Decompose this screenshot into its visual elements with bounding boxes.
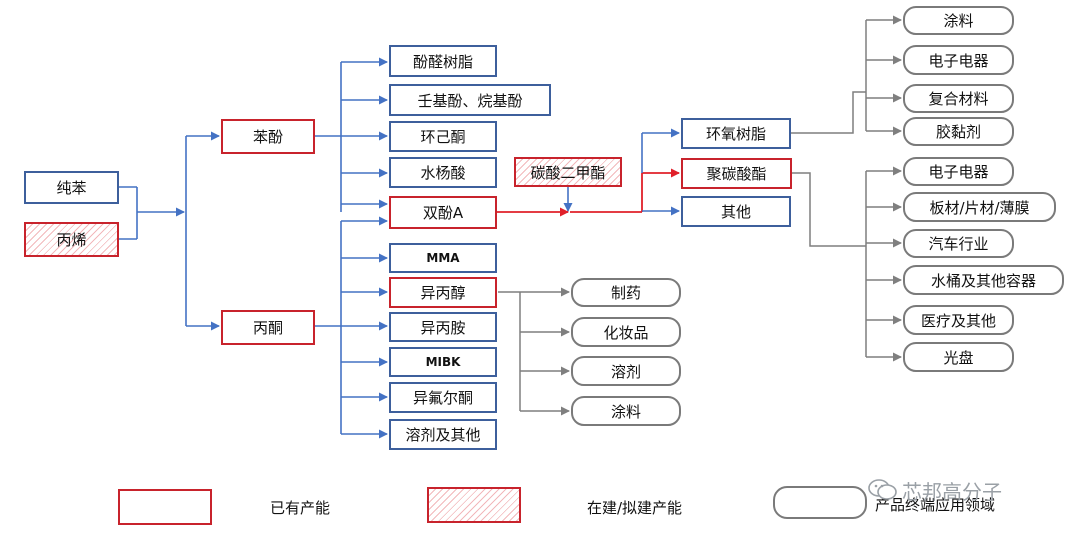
phenol-links [315, 57, 388, 212]
node-phenol: 苯酚 [221, 119, 315, 154]
legend-swatch-existing [118, 489, 212, 525]
pc-use-links [792, 166, 902, 362]
node-bpa: 双酚A [389, 196, 497, 229]
node-solvents-other: 溶剂及其他 [389, 419, 497, 450]
end-use-composites: 复合材料 [903, 84, 1014, 113]
node-bpa-other: 其他 [681, 196, 791, 227]
legend-label-existing: 已有产能 [270, 499, 331, 517]
node-salicylic-acid: 水杨酸 [389, 157, 497, 188]
end-use-containers: 水桶及其他容器 [903, 265, 1064, 295]
legend-label-planned: 在建/拟建产能 [587, 499, 683, 517]
end-use-pharma: 制药 [571, 278, 681, 307]
epoxy-use-links [791, 15, 902, 136]
end-use-sheet-film: 板材/片材/薄膜 [903, 192, 1056, 222]
end-use-optical-disc: 光盘 [903, 342, 1014, 372]
bpa-blue-links [641, 128, 680, 216]
end-use-adhesives: 胶黏剂 [903, 117, 1014, 146]
legend-swatch-end-use [773, 486, 867, 519]
node-benzene: 纯苯 [24, 171, 119, 204]
input-links [119, 131, 220, 331]
node-cyclohexanone: 环己酮 [389, 121, 497, 152]
node-epoxy-resin: 环氧树脂 [681, 118, 791, 149]
node-dmc: 碳酸二甲酯 [514, 157, 622, 187]
node-polycarbonate: 聚碳酸酯 [681, 158, 792, 189]
legend-label-end-use: 产品终端应用领域 [875, 496, 996, 514]
ipa-use-links [498, 287, 570, 416]
acetone-links [315, 216, 388, 439]
node-acetone: 丙酮 [221, 310, 315, 345]
end-use-electronics-epoxy: 电子电器 [903, 45, 1014, 75]
node-isopropanol: 异丙醇 [389, 277, 497, 308]
node-isophorone: 异氟尔酮 [389, 382, 497, 413]
node-propylene: 丙烯 [24, 222, 119, 257]
end-use-electronics-pc: 电子电器 [903, 157, 1014, 186]
end-use-medical: 医疗及其他 [903, 305, 1014, 335]
end-use-automotive: 汽车行业 [903, 229, 1014, 258]
bpa-red-links [497, 168, 680, 217]
node-alkylphenol: 壬基酚、烷基酚 [389, 84, 551, 116]
watermark-text: 芯邦高分子 [902, 480, 1002, 504]
node-mibk: MIBK [389, 347, 497, 377]
legend-swatch-planned [427, 487, 521, 523]
node-phenolic-resin: 酚醛树脂 [389, 45, 497, 77]
node-isopropylamine: 异丙胺 [389, 312, 497, 342]
end-use-solvent: 溶剂 [571, 356, 681, 386]
end-use-coatings: 涂料 [903, 6, 1014, 35]
node-mma: MMA [389, 243, 497, 273]
end-use-cosmetics: 化妆品 [571, 317, 681, 347]
end-use-coatings-ipa: 涂料 [571, 396, 681, 426]
wechat-icon [868, 479, 897, 500]
